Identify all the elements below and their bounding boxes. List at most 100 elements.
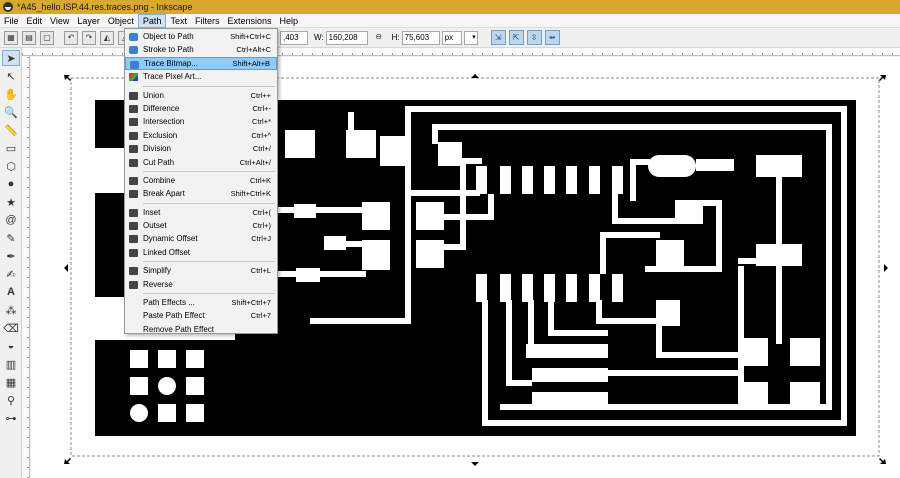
h-label: H: (391, 33, 400, 42)
menu-view[interactable]: View (50, 15, 70, 26)
exclusion-icon (129, 131, 138, 140)
traces-bitmap[interactable] (31, 57, 900, 478)
stroke-to-path-icon (129, 46, 138, 55)
ellipse-tool-icon[interactable]: ● (7, 178, 15, 190)
menu-item-shortcut: Ctrl+- (252, 103, 271, 113)
menu-item-label: Union (143, 90, 164, 100)
deselect-icon[interactable]: ▢ (40, 30, 54, 45)
calligraphy-tool-icon[interactable]: ✍ (6, 268, 16, 281)
select-all-icon[interactable]: ▦ (4, 30, 18, 45)
menu-item-label: Object to Path (143, 32, 194, 41)
menu-layer[interactable]: Layer (77, 15, 100, 26)
spiral-tool-icon[interactable]: @ (5, 214, 17, 226)
menu-item-shortcut: Ctrl+Alt+/ (239, 157, 271, 167)
width-field[interactable]: 160,208 (325, 30, 368, 45)
unit-dropdown-icon[interactable] (463, 30, 478, 45)
tweak-tool-icon[interactable]: ✋ (4, 88, 18, 101)
menu-item-shortcut: Shift+Ctrl+K (230, 189, 271, 199)
menu-edit[interactable]: Edit (26, 15, 43, 26)
unit-select[interactable]: px (441, 30, 462, 45)
menu-text[interactable]: Text (170, 15, 187, 26)
move-gradients-icon[interactable]: ⇳ (526, 30, 542, 45)
menu-help[interactable]: Help (279, 15, 298, 26)
menu-item-shortcut: Ctrl+K (249, 175, 271, 185)
menu-item-label: Paste Path Effect (143, 311, 205, 321)
scale-corners-icon[interactable]: ⇱ (508, 30, 524, 45)
menu-item-paste-path-effect[interactable]: Paste Path Effect Ctrl+7 (125, 309, 277, 322)
menu-item-shortcut: Ctrl+7 (250, 311, 271, 321)
menu-item-label: Cut Path (143, 157, 175, 167)
menu-path[interactable]: Path (137, 13, 167, 28)
spray-tool-icon[interactable]: ⁂ (5, 304, 17, 317)
pen-tool-icon[interactable]: ✒ (6, 250, 16, 263)
menu-item-reverse[interactable]: Reverse (125, 278, 277, 291)
menu-item-shortcut: Shift+Ctrl+7 (231, 298, 271, 308)
menu-filters[interactable]: Filters (194, 15, 220, 26)
connector-tool-icon[interactable]: ⊶ (5, 412, 17, 425)
select-all-layers-icon[interactable]: ▤ (22, 30, 36, 45)
toolbox: ➤ ↖ ✋ 🔍 📏 ▭ ⬡ ● ★ @ ✎ ✒ ✍ A ⁂ ⌫ ◒ ▥ ▦ ⚲ … (0, 48, 22, 478)
menu-item-shortcut: Ctrl+^ (251, 130, 271, 140)
pencil-tool-icon[interactable]: ✎ (6, 232, 16, 245)
dropper-tool-icon[interactable]: ⚲ (6, 394, 16, 407)
reverse-icon (129, 280, 138, 289)
menu-item-path-effects[interactable]: Path Effects ...Shift+Ctrl+7 (125, 296, 277, 309)
menu-item-label: Combine (143, 175, 176, 185)
rotate-cw-icon[interactable]: ↷ (82, 30, 96, 45)
box-3d-tool-icon[interactable]: ⬡ (6, 160, 16, 173)
menu-object[interactable]: Object (107, 15, 134, 26)
menu-extensions[interactable]: Extensions (227, 15, 272, 26)
pcb-traces (130, 106, 847, 426)
menu-file[interactable]: File (4, 15, 19, 26)
menu-item-remove-path-effect[interactable]: Remove Path Effect (125, 323, 277, 336)
scale-stroke-icon[interactable]: ⇲ (490, 30, 506, 45)
flip-horizontal-icon[interactable]: ◭ (100, 30, 114, 45)
menu-item-linked-offset[interactable]: Linked Offset (125, 246, 277, 259)
bucket-tool-icon[interactable]: ◒ (7, 340, 15, 352)
vertical-ruler[interactable] (22, 56, 30, 478)
menu-item-shortcut: Shift+Ctrl+C (230, 32, 271, 41)
lock-icon[interactable]: ⊖ (375, 31, 382, 41)
x-field[interactable]: ,403 (280, 30, 308, 45)
dynamic-offset-icon (129, 235, 138, 244)
rotate-ccw-icon[interactable]: ↶ (64, 30, 78, 45)
zoom-tool-icon[interactable]: 🔍 (4, 106, 18, 119)
selector-tool-icon[interactable]: ➤ (2, 50, 20, 66)
menu-item-label: Remove Path Effect (143, 324, 214, 334)
menu-item-object-to-path[interactable]: Object to Path Shift+Ctrl+C (125, 30, 277, 43)
eraser-tool-icon[interactable]: ⌫ (3, 322, 19, 335)
menu-item-trace-pixel-art[interactable]: Trace Pixel Art... (125, 70, 277, 83)
menu-item-shortcut: Shift+Alt+B (232, 58, 270, 68)
menu-item-combine[interactable]: Combine Ctrl+K (125, 174, 277, 187)
gradient-tool-icon[interactable]: ▥ (5, 358, 17, 371)
node-tool-icon[interactable]: ↖ (6, 70, 16, 83)
page-border (70, 77, 880, 457)
star-tool-icon[interactable]: ★ (6, 196, 16, 209)
rectangle-tool-icon[interactable]: ▭ (5, 142, 17, 155)
move-patterns-icon[interactable]: ⇴ (544, 30, 560, 45)
cut-path-icon (129, 158, 138, 167)
menu-item-cut-path[interactable]: Cut Path Ctrl+Alt+/ (125, 156, 277, 169)
mesh-tool-icon[interactable]: ▦ (5, 376, 17, 389)
menu-separator (143, 170, 275, 172)
menu-item-label: Stroke to Path (143, 45, 194, 55)
text-tool-icon[interactable]: A (7, 286, 15, 298)
menu-separator (143, 85, 275, 87)
horizontal-ruler[interactable] (22, 48, 900, 56)
menu-item-trace-bitmap[interactable]: Trace Bitmap...Shift+Alt+B (125, 56, 277, 71)
inkscape-logo-icon (3, 2, 13, 12)
menu-separator (143, 202, 275, 204)
height-field[interactable]: 75,603 (401, 30, 440, 45)
measure-tool-icon[interactable]: 📏 (4, 124, 18, 137)
